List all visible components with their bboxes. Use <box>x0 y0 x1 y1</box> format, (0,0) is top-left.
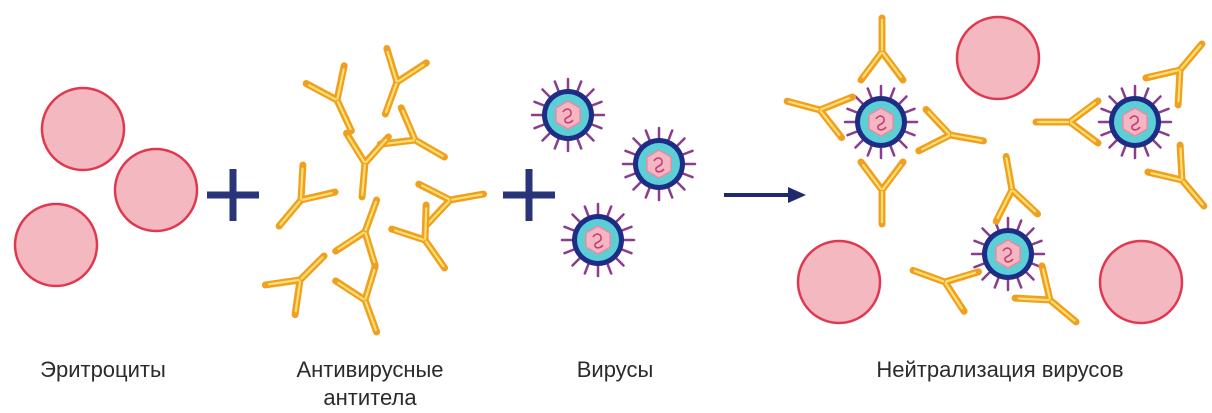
erythrocyte-icon <box>955 15 1041 101</box>
virus-icon <box>621 126 697 202</box>
antibody-icon <box>336 267 397 340</box>
antibody-icon <box>306 66 370 140</box>
antibodies-label-line1: Антивирусные <box>296 357 444 382</box>
erythrocyte-group <box>13 86 199 288</box>
neutralization-group <box>782 17 1212 338</box>
virus-icon <box>970 216 1046 292</box>
erythrocytes-label: Эритроциты <box>40 357 166 382</box>
antibodies-label: Антивирусные антитела <box>235 356 505 412</box>
virus-group <box>530 77 697 278</box>
virus-icon <box>560 202 636 278</box>
antibody-icon <box>392 205 462 280</box>
antibody-icon <box>919 109 987 161</box>
antibody-icon <box>265 241 339 315</box>
viruses-label: Вирусы <box>576 357 654 382</box>
neutralization-label: Нейтрализация вирусов <box>876 357 1124 382</box>
antibody-icon <box>906 251 979 312</box>
antibody-icon <box>1148 145 1212 219</box>
arrow-right-icon <box>724 187 806 203</box>
antibody-icon <box>861 162 903 224</box>
antibody-icon <box>985 153 1037 221</box>
antibody-group <box>263 49 487 340</box>
erythrocyte-icon <box>113 147 199 233</box>
antibody-icon <box>1036 101 1098 143</box>
antibody-icon <box>336 193 397 266</box>
virus-icon <box>530 77 606 153</box>
plus-icon <box>207 169 259 221</box>
erythrocyte-icon <box>796 239 882 325</box>
virus-icon <box>1097 84 1173 160</box>
antibody-icon <box>341 133 388 198</box>
antibody-icon <box>1146 30 1212 104</box>
antibody-icon <box>1015 266 1089 338</box>
antibody-icon <box>782 81 853 138</box>
plus-icon <box>503 169 555 221</box>
antibody-icon <box>380 108 455 175</box>
antibodies-label-line2: антитела <box>323 385 417 410</box>
erythrocyte-icon <box>1098 239 1184 325</box>
antibody-icon <box>263 165 335 239</box>
erythrocyte-icon <box>40 86 126 172</box>
antibody-icon <box>861 18 903 80</box>
antibody-icon <box>366 49 427 122</box>
erythrocyte-icon <box>13 202 99 288</box>
